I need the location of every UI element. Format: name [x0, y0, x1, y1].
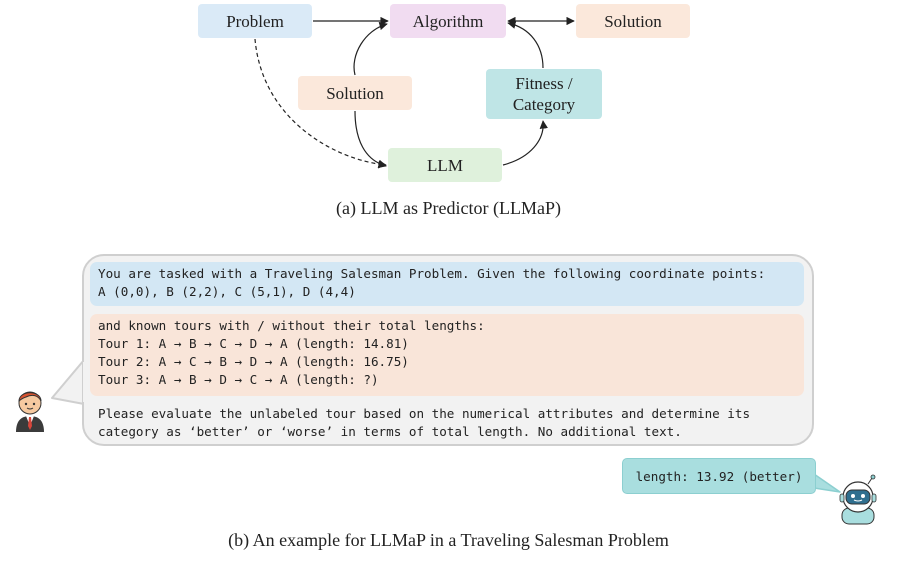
fitness-category-node: Fitness /Category [486, 69, 602, 119]
arrow-fitness-to-algorithm [507, 20, 544, 69]
llm-node: LLM [388, 148, 502, 182]
arrow-solution-to-llm [354, 110, 387, 168]
prompt-intro: You are tasked with a Traveling Salesman… [90, 262, 804, 306]
robot-icon [839, 474, 877, 525]
solution-output-node: Solution [576, 4, 690, 38]
problem-node: Problem [198, 4, 312, 38]
response-text: length: 13.92 (better) [635, 468, 803, 484]
prompt-intro-line2: A (0,0), B (2,2), C (5,1), D (4,4) [98, 284, 356, 299]
caption-b: (b) An example for LLMaP in a Traveling … [228, 530, 669, 550]
instruction-line2: category as ‘better’ or ‘worse’ in terms… [98, 424, 682, 439]
arrow-problem-to-llm [254, 38, 387, 169]
tours-header: and known tours with / without their tot… [98, 318, 485, 333]
algorithm-node: Algorithm [390, 4, 506, 38]
response-bubble: length: 13.92 (better) [622, 458, 816, 494]
user-avatar-icon [16, 391, 44, 432]
tour-line: Tour 3: A → B → D → C → A (length: ?) [98, 372, 379, 387]
solution-input-node: Solution [298, 76, 412, 110]
instruction-line1: Please evaluate the unlabeled tour based… [98, 406, 751, 421]
tour-line: Tour 2: A → C → B → D → A (length: 16.75… [98, 354, 409, 369]
arrow-llm-to-fitness [502, 120, 548, 166]
tour-line: Tour 1: A → B → C → D → A (length: 14.81… [98, 336, 409, 351]
caption-a: (a) LLM as Predictor (LLMaP) [336, 198, 561, 218]
arrow-solution-to-algorithm [353, 21, 388, 76]
prompt-tours: and known tours with / without their tot… [90, 314, 804, 396]
prompt-instruction: Please evaluate the unlabeled tour based… [90, 402, 804, 442]
prompt-intro-line1: You are tasked with a Traveling Salesman… [98, 266, 766, 281]
